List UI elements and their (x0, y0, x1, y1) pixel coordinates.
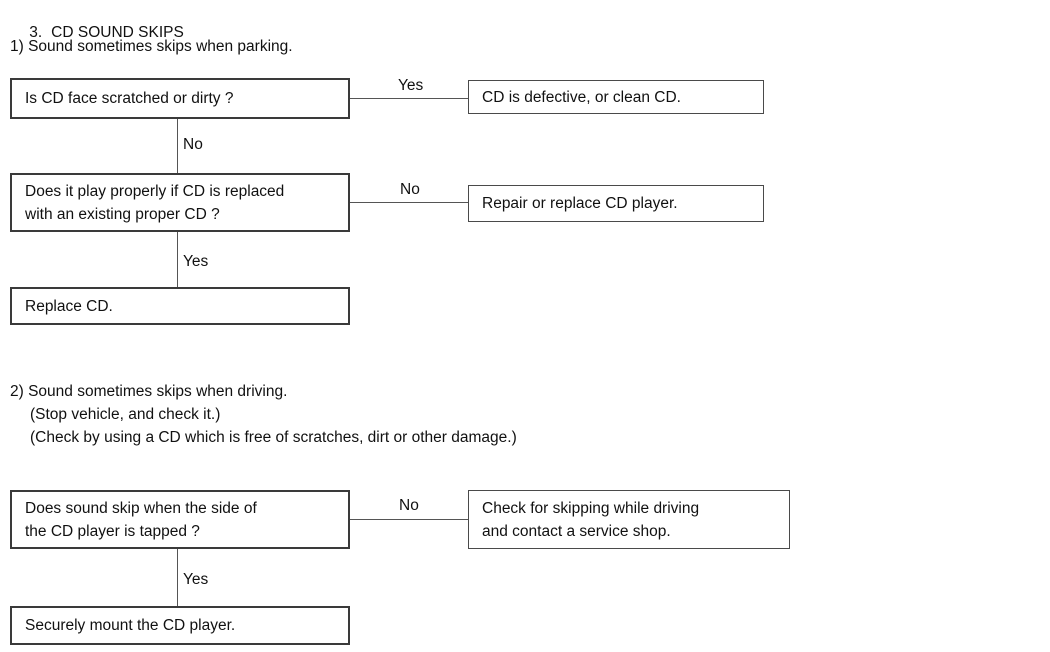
box-replace-cd-text: Replace CD. (25, 297, 113, 315)
box-check-skipping-contact-service-shop: Check for skipping while driving and con… (468, 490, 790, 549)
subsection-2-label-line-3: (Check by using a CD which is free of sc… (30, 429, 517, 446)
section-title: CD SOUND SKIPS (51, 24, 184, 41)
box-replace-cd: Replace CD. (10, 287, 350, 325)
edge-label-q3-no: No (399, 497, 419, 514)
box-check-skipping-contact-service-shop-text: Check for skipping while driving and con… (482, 499, 700, 540)
edge-label-q1-no: No (183, 136, 203, 153)
subsection-1-label: 1) Sound sometimes skips when parking. (10, 38, 293, 55)
box-securely-mount-cd-player-text: Securely mount the CD player. (25, 617, 236, 634)
box-securely-mount-cd-player: Securely mount the CD player. (10, 606, 350, 645)
box-question-sound-skip-when-tapped: Does sound skip when the side of the CD … (10, 490, 350, 549)
section-heading: 3. CD SOUND SKIPS (12, 4, 184, 61)
subsection-2-label-line-2: (Stop vehicle, and check it.) (30, 406, 221, 423)
subsection-2-label-line-1: 2) Sound sometimes skips when driving. (10, 383, 288, 400)
box-question-cd-face-scratched-text: Is CD face scratched or dirty ? (25, 90, 234, 107)
connector-q2-yes (177, 232, 178, 287)
edge-label-q2-yes: Yes (183, 253, 209, 270)
connector-q3-yes (177, 549, 178, 606)
box-question-play-properly-replaced-text: Does it play properly if CD is replaced … (25, 182, 285, 223)
connector-q1-no (177, 119, 178, 173)
box-repair-or-replace-cd-player-text: Repair or replace CD player. (482, 195, 678, 212)
connector-q2-no (350, 202, 468, 203)
box-question-sound-skip-when-tapped-text: Does sound skip when the side of the CD … (25, 499, 257, 540)
box-question-cd-face-scratched: Is CD face scratched or dirty ? (10, 78, 350, 119)
edge-label-q3-yes: Yes (183, 571, 209, 588)
box-cd-defective-or-clean: CD is defective, or clean CD. (468, 80, 764, 114)
box-question-play-properly-replaced: Does it play properly if CD is replaced … (10, 173, 350, 232)
box-repair-or-replace-cd-player: Repair or replace CD player. (468, 185, 764, 222)
connector-q1-yes (350, 98, 468, 99)
section-number: 3. (29, 24, 43, 41)
edge-label-q1-yes: Yes (398, 77, 424, 94)
edge-label-q2-no: No (400, 181, 420, 198)
connector-q3-no (350, 519, 468, 520)
box-cd-defective-or-clean-text: CD is defective, or clean CD. (482, 88, 681, 106)
